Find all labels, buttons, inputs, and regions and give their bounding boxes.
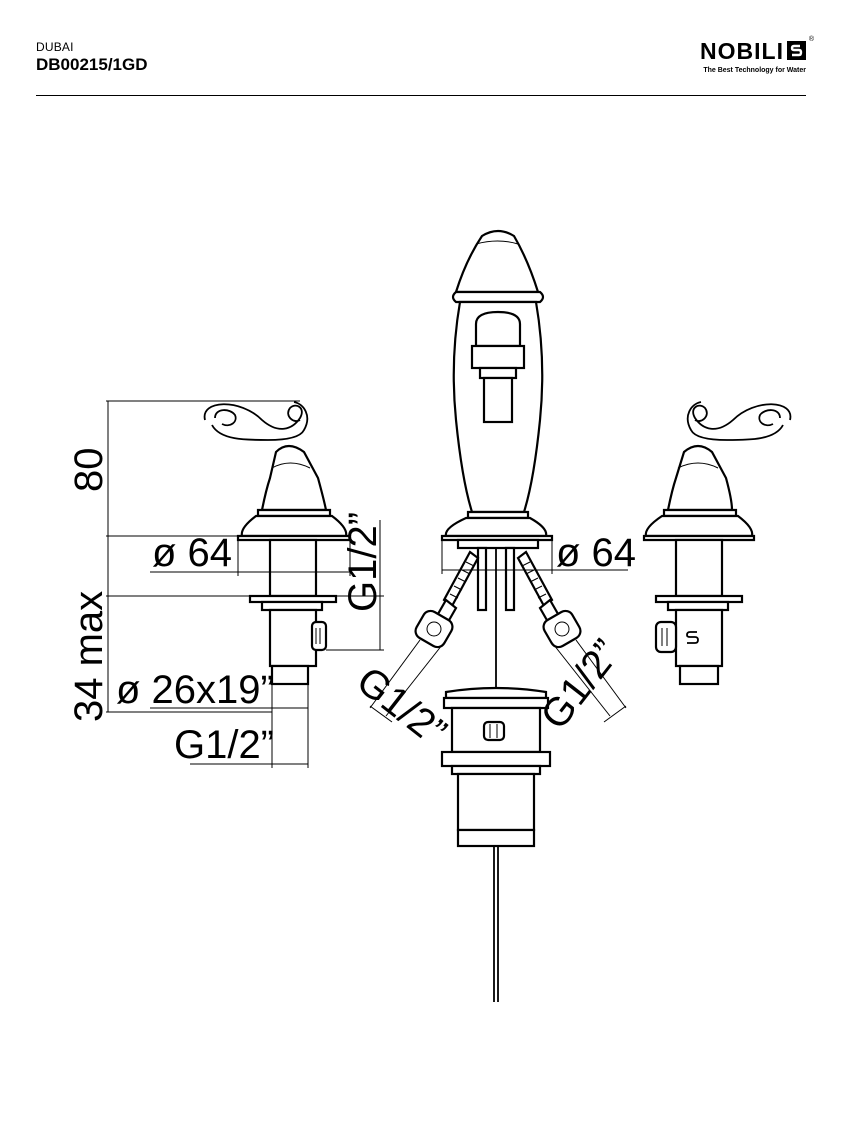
right-flex-hose bbox=[516, 550, 582, 649]
aerator bbox=[482, 376, 514, 424]
spout-head bbox=[454, 229, 540, 294]
dim-thread-left-bottom: G1/2” bbox=[174, 723, 274, 767]
left-lever-scroll bbox=[203, 401, 309, 441]
left-outlet-nut bbox=[310, 620, 328, 652]
spout-rosette bbox=[444, 516, 548, 538]
center-spout-assembly bbox=[414, 229, 582, 1002]
registered-mark: ® bbox=[808, 36, 814, 43]
nobili-s-icon bbox=[686, 631, 699, 644]
brand-name: NOBILI bbox=[700, 38, 784, 64]
dim-thread-left-vertical: G1/2” bbox=[341, 512, 385, 612]
brand-logo: NOBILI ® The Best Technology for Water bbox=[666, 36, 814, 78]
product-code: DB00215/1GD bbox=[36, 55, 148, 74]
dim-hose-size: ø 26x19” bbox=[116, 668, 274, 712]
right-handle-assembly bbox=[642, 401, 792, 686]
right-lever-scroll bbox=[686, 401, 792, 441]
dim-thread-center-right: G1/2” bbox=[532, 632, 628, 738]
right-handle-body bbox=[666, 444, 734, 512]
left-flex-hose bbox=[414, 550, 480, 649]
pop-up-waste bbox=[440, 686, 552, 1002]
dim-max-depth: 34 max bbox=[67, 591, 111, 722]
dimension-lines bbox=[106, 400, 628, 768]
dim-diameter-left: ø 64 bbox=[152, 531, 232, 575]
right-rosette bbox=[644, 514, 754, 538]
left-rosette bbox=[240, 514, 348, 538]
brand-tagline: The Best Technology for Water bbox=[703, 67, 806, 74]
dim-height-handle: 80 bbox=[67, 448, 111, 493]
left-handle-body bbox=[260, 444, 328, 512]
right-outlet-nut bbox=[654, 620, 678, 654]
dim-diameter-right: ø 64 bbox=[556, 531, 636, 575]
header-divider bbox=[36, 95, 806, 96]
nobili-s-icon bbox=[787, 41, 806, 60]
page-header: DUBAI DB00215/1GD NOBILI ® The Best Tech… bbox=[36, 0, 814, 96]
dim-thread-center-left: G1/2” bbox=[348, 658, 454, 754]
left-handle-assembly bbox=[203, 401, 352, 686]
collection-name: DUBAI bbox=[36, 40, 74, 54]
